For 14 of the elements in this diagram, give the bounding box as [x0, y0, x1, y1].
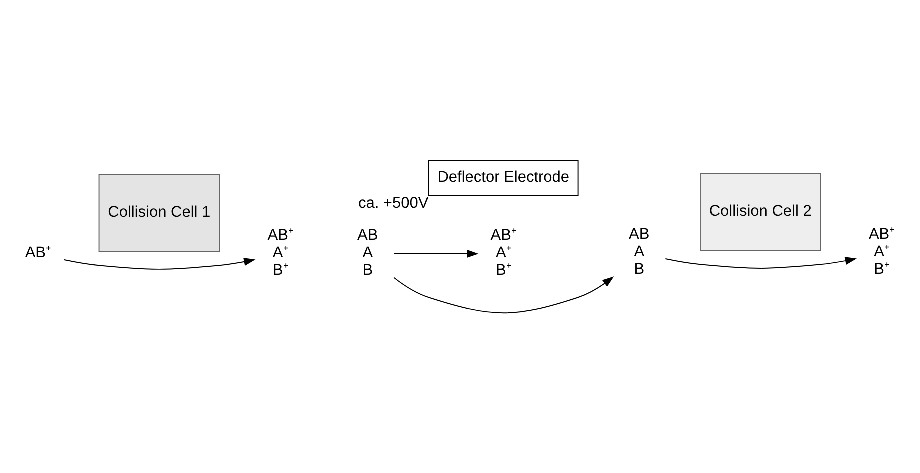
- node-text: AB A B: [629, 226, 650, 278]
- arrow: [665, 256, 857, 268]
- node-box: Collision Cell 2: [700, 172, 822, 251]
- node-text: AB⁺ A⁺ B⁺: [268, 226, 294, 279]
- node-label: ca. +500V: [358, 194, 429, 212]
- node-text: AB A B: [358, 226, 378, 279]
- node-text: AB⁺ A⁺ B⁺: [490, 226, 516, 279]
- arrow: [64, 257, 256, 270]
- arrow: [394, 276, 614, 314]
- node-text: AB⁺ A⁺ B⁺: [868, 226, 895, 278]
- node-box: Deflector Electrode: [428, 160, 579, 196]
- arrow: [394, 249, 479, 258]
- node-box: Collision Cell 1: [98, 174, 220, 252]
- node-text: AB⁺: [25, 244, 52, 262]
